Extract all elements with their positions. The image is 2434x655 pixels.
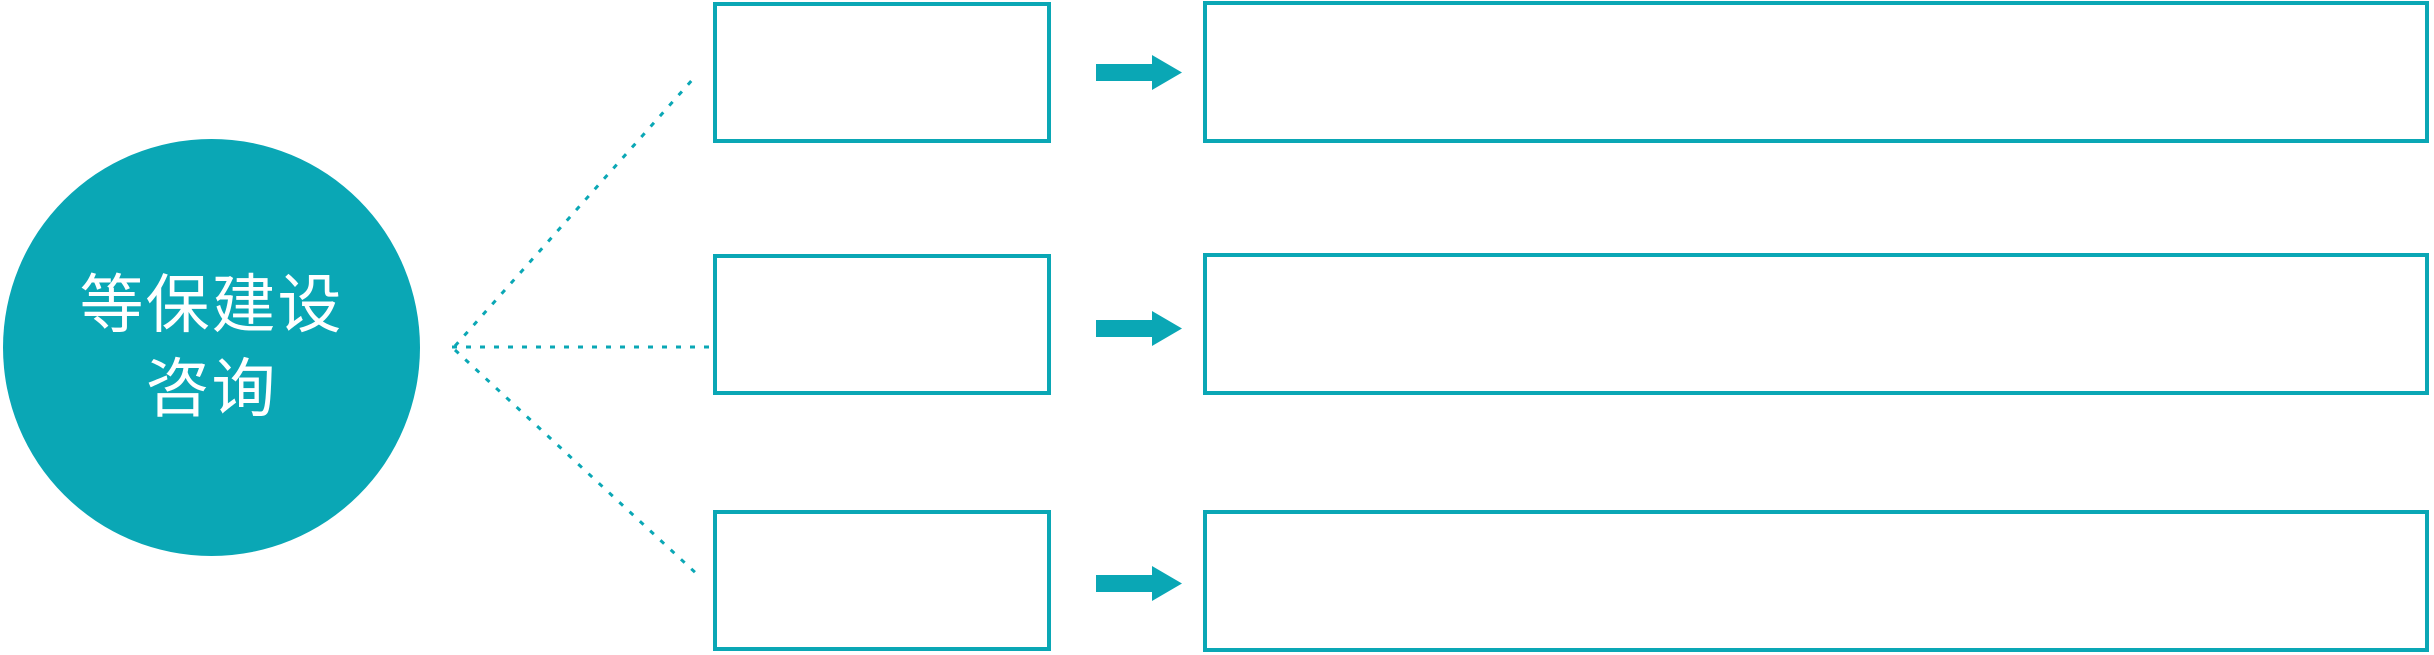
center-circle-label-line1: 等保建设 bbox=[79, 269, 344, 342]
right-block-arrow-icon bbox=[1096, 311, 1182, 346]
large-box-row3 bbox=[1203, 510, 2429, 652]
right-block-arrow-icon bbox=[1096, 566, 1182, 601]
center-circle-node: 等保建设 咨询 bbox=[3, 139, 420, 556]
small-box-row3 bbox=[713, 510, 1051, 651]
small-box-row1 bbox=[713, 2, 1051, 143]
connector-line-bottom bbox=[453, 348, 701, 578]
right-block-arrow-icon bbox=[1096, 55, 1182, 90]
large-box-row2 bbox=[1203, 253, 2429, 395]
center-circle-label-line2: 咨询 bbox=[145, 352, 278, 425]
large-box-row1 bbox=[1203, 1, 2429, 143]
connector-line-top bbox=[453, 78, 695, 347]
small-box-row2 bbox=[713, 254, 1051, 395]
